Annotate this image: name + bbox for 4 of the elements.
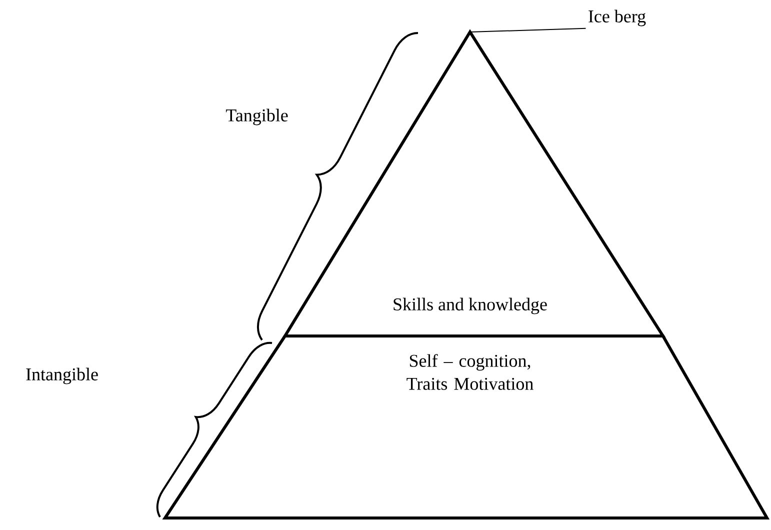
brace-label: Tangible xyxy=(226,108,288,126)
leader-line xyxy=(470,28,586,32)
brace-label: Intangible xyxy=(26,368,98,384)
ice-berg-label: Ice berg xyxy=(588,10,646,26)
